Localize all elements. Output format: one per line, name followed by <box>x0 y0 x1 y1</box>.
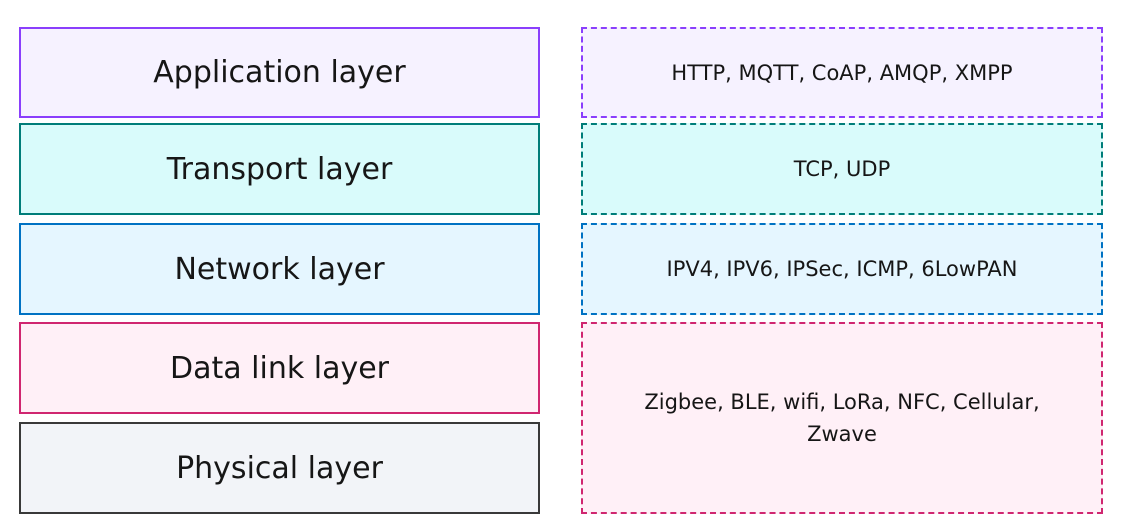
layer-box-transport: Transport layer <box>19 123 540 215</box>
protocol-list-data-link-physical: Zigbee, BLE, wifi, LoRa, NFC, Cellular, … <box>644 390 1040 446</box>
layer-box-network: Network layer <box>19 223 540 315</box>
layer-label-application: Application layer <box>153 55 406 90</box>
protocol-box-data-link-physical: Zigbee, BLE, wifi, LoRa, NFC, Cellular, … <box>581 322 1103 514</box>
protocol-list-network: IPV4, IPV6, IPSec, ICMP, 6LowPAN <box>666 257 1018 281</box>
layer-label-data-link: Data link layer <box>169 350 390 386</box>
layer-box-application: Application layer <box>19 27 540 118</box>
protocol-box-transport: TCP, UDP <box>581 123 1103 215</box>
protocol-list-transport: TCP, UDP <box>793 157 891 181</box>
layer-label-network: Network layer <box>174 251 385 287</box>
protocol-box-application: HTTP, MQTT, CoAP, AMQP, XMPP <box>581 27 1103 118</box>
protocol-box-network: IPV4, IPV6, IPSec, ICMP, 6LowPAN <box>581 223 1103 315</box>
protocol-list-application: HTTP, MQTT, CoAP, AMQP, XMPP <box>671 60 1013 85</box>
layer-label-physical: Physical layer <box>176 450 383 486</box>
layer-box-physical: Physical layer <box>19 422 540 514</box>
layer-box-data-link: Data link layer <box>19 322 540 414</box>
layer-label-transport: Transport layer <box>166 151 393 187</box>
